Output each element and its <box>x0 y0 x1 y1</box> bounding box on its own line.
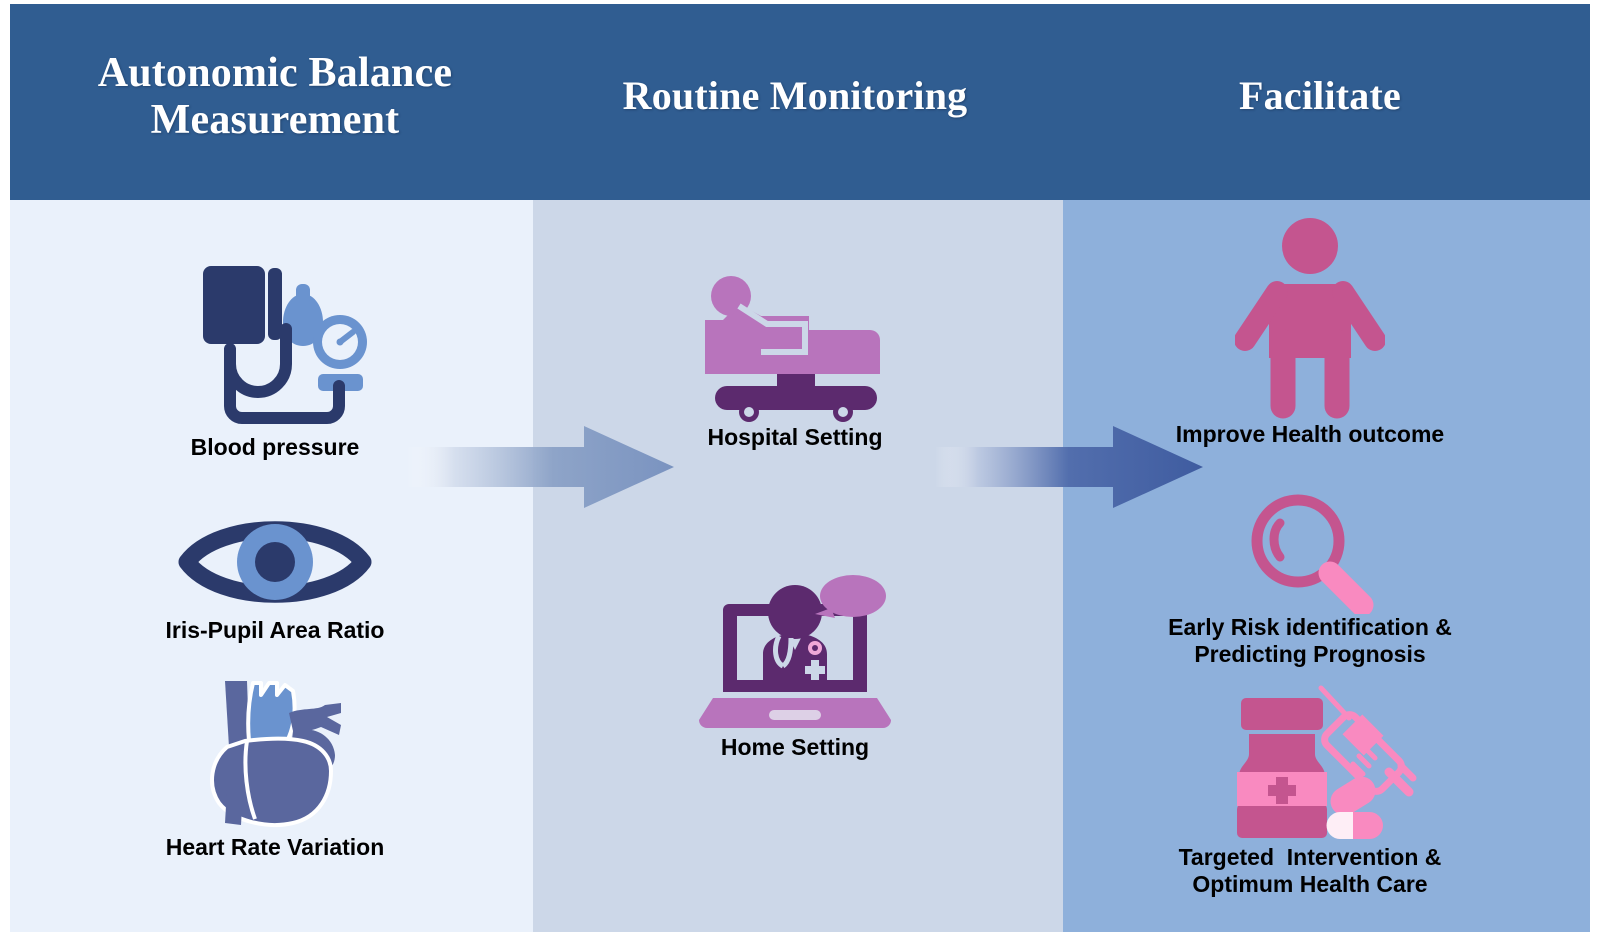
item-improve-health-outcome: Improve Health outcome <box>1110 216 1510 448</box>
eye-icon <box>178 521 372 603</box>
item-early-risk-identification: Early Risk identification & Predicting P… <box>1090 489 1530 668</box>
header-title-autonomic-balance-measurement: Autonomic Balance Measurement <box>97 50 453 144</box>
anatomical-heart-icon <box>210 681 341 827</box>
infographic-figure: Autonomic Balance Measurement Routine Mo… <box>10 4 1590 932</box>
item-label-hospital-setting: Hospital Setting <box>707 424 883 450</box>
header-title-facilitate: Facilitate <box>1239 73 1401 118</box>
item-label-iris-pupil-area-ratio: Iris-Pupil Area Ratio <box>165 617 385 643</box>
medication-syringe-icon <box>1236 685 1416 839</box>
person-standing-icon <box>1235 218 1385 419</box>
item-label-heart-rate-variation: Heart Rate Variation <box>165 834 385 860</box>
item-targeted-intervention: Targeted Intervention & Optimum Health C… <box>1090 684 1530 898</box>
item-hospital-setting: Hospital Setting <box>650 274 940 451</box>
item-label-targeted-intervention: Targeted Intervention & Optimum Health C… <box>1178 844 1442 897</box>
telemedicine-laptop-icon <box>699 575 891 728</box>
magnifying-glass-icon <box>1251 494 1374 614</box>
item-home-setting: Home Setting <box>650 574 940 761</box>
arrow-column2-to-column3 <box>935 426 1203 508</box>
item-label-blood-pressure: Blood pressure <box>190 434 360 460</box>
header-title-routine-monitoring: Routine Monitoring <box>622 73 968 118</box>
header-band <box>10 4 1590 200</box>
arrow-column1-to-column2 <box>406 426 674 508</box>
item-label-home-setting: Home Setting <box>720 734 870 760</box>
item-blood-pressure: Blood pressure <box>130 254 420 461</box>
item-label-early-risk-identification: Early Risk identification & Predicting P… <box>1168 614 1452 667</box>
item-label-improve-health-outcome: Improve Health outcome <box>1175 421 1445 447</box>
item-iris-pupil-area-ratio: Iris-Pupil Area Ratio <box>120 507 430 644</box>
hospital-bed-icon <box>705 276 880 422</box>
blood-pressure-monitor-icon <box>203 266 367 424</box>
item-heart-rate-variation: Heart Rate Variation <box>115 669 435 861</box>
